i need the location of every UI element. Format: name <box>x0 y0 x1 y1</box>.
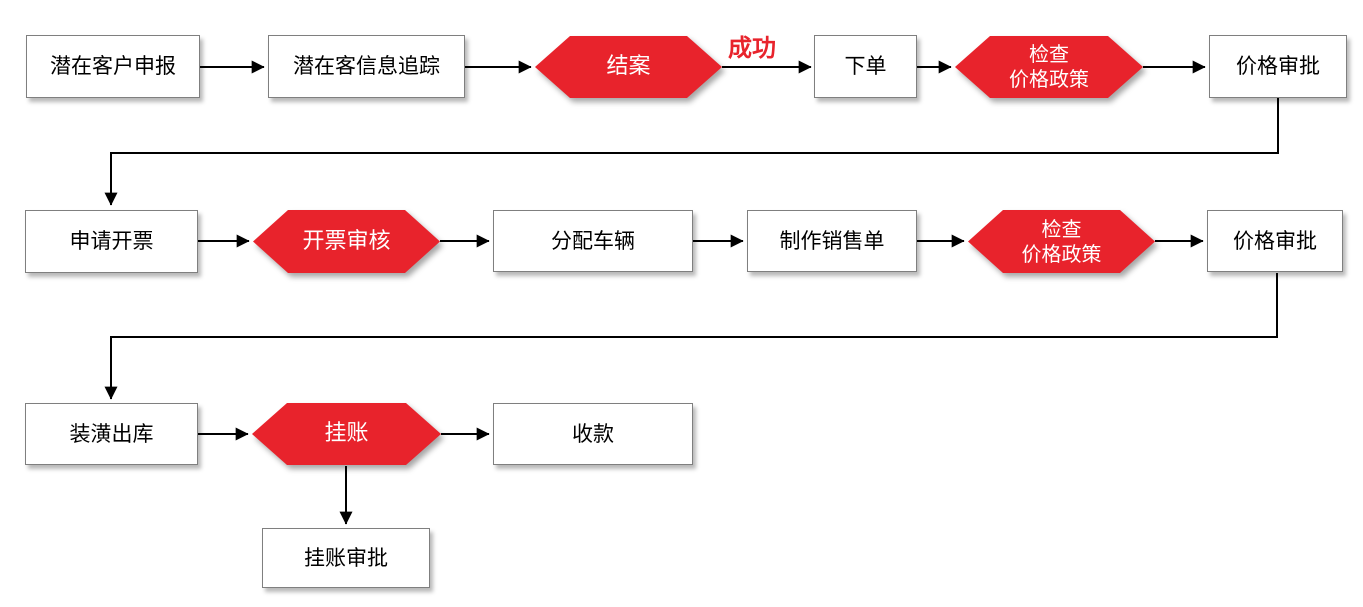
node-label: 下单 <box>844 54 887 79</box>
node-label: 挂账 <box>324 421 369 447</box>
decision-hexagon <box>955 36 1143 98</box>
edge-price-approval-2-to-decoration-outbound <box>104 273 1278 400</box>
node-label: 制作销售单 <box>779 228 885 253</box>
node-price-approval-2: 价格审批 <box>1207 210 1343 272</box>
node-make-sales-order: 制作销售单 <box>747 210 917 272</box>
node-case-close: 结案 <box>535 36 722 98</box>
node-price-approval-1: 价格审批 <box>1209 35 1347 98</box>
node-request-invoice: 申请开票 <box>25 210 198 273</box>
node-lead-tracking: 潜在客信息追踪 <box>268 35 465 98</box>
node-decoration-outbound: 装潢出库 <box>25 403 198 465</box>
node-receive-payment: 收款 <box>493 403 693 465</box>
node-check-price-policy-1: 检查 价格政策 <box>955 36 1143 98</box>
node-label: 申请开票 <box>69 229 154 254</box>
decision-hexagon <box>252 403 441 465</box>
node-label: 收款 <box>572 421 614 446</box>
node-on-account-approval: 挂账审批 <box>262 528 430 588</box>
node-label: 结案 <box>606 54 651 80</box>
node-on-account: 挂账 <box>252 403 441 465</box>
node-check-price-policy-2: 检查 价格政策 <box>968 210 1155 273</box>
node-label: 检查 价格政策 <box>1021 216 1102 266</box>
node-label: 价格审批 <box>1236 54 1320 79</box>
node-label: 挂账审批 <box>304 545 388 570</box>
node-place-order: 下单 <box>814 35 917 98</box>
node-label: 分配车辆 <box>551 228 635 253</box>
node-label: 潜在客信息追踪 <box>293 54 440 79</box>
node-label: 价格审批 <box>1233 228 1317 253</box>
node-lead-declare: 潜在客户申报 <box>26 35 200 98</box>
decision-hexagon <box>253 210 440 273</box>
node-label: 开票审核 <box>302 228 391 254</box>
node-assign-vehicle: 分配车辆 <box>493 210 693 272</box>
edge-price-approval-1-to-request-invoice <box>104 98 1279 206</box>
node-label: 装潢出库 <box>69 421 154 446</box>
node-label: 检查 价格政策 <box>1009 42 1089 91</box>
edge-label-success: 成功 <box>728 34 776 62</box>
decision-hexagon <box>968 210 1155 273</box>
node-invoice-review: 开票审核 <box>253 210 440 273</box>
decision-hexagon <box>535 36 722 98</box>
node-label: 潜在客户申报 <box>50 54 176 79</box>
